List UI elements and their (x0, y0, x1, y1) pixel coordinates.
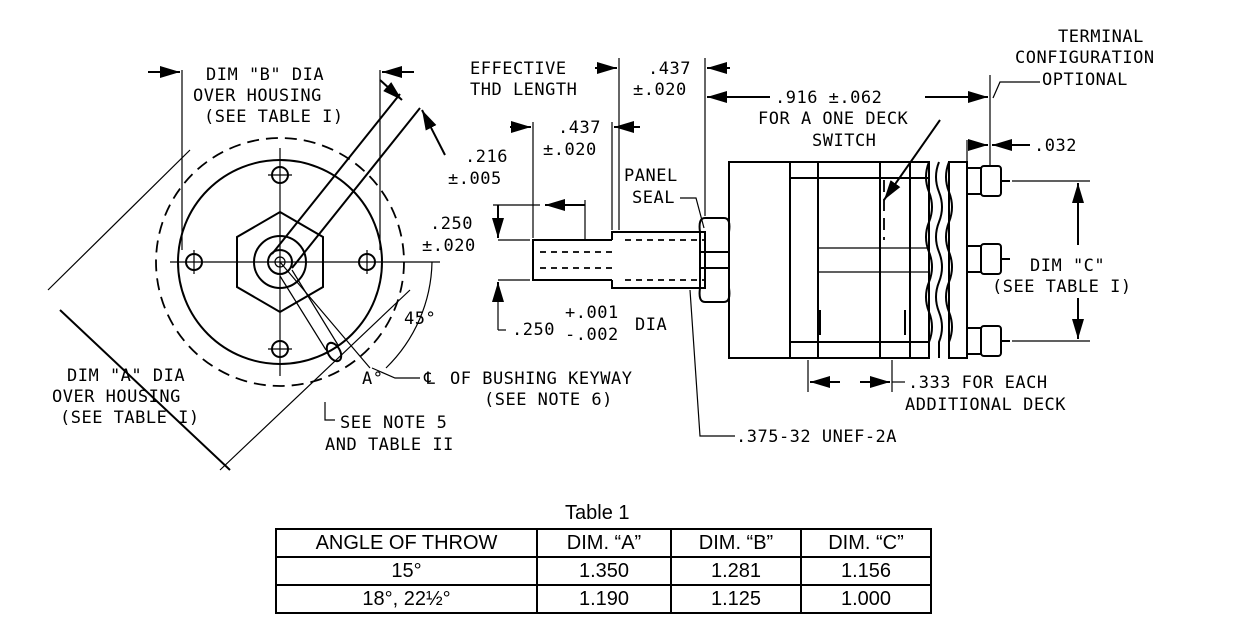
terminal-middle (966, 243, 1010, 275)
dia-250-main: .250 (512, 320, 555, 340)
dim-c-label-1: DIM "C" (1030, 256, 1105, 276)
table-row: 15° 1.350 1.281 1.156 (275, 556, 932, 586)
table-cell: 1.190 (536, 584, 672, 614)
keyway-label-1: OF BUSHING KEYWAY (450, 369, 633, 389)
terminal-bottom (966, 325, 1010, 357)
dim-250-label-2: ±.020 (422, 236, 476, 256)
panel-seal-label-1: PANEL (624, 166, 678, 186)
effective-label-2: THD LENGTH (470, 80, 577, 100)
panel-seal-label-2: SEAL (632, 188, 675, 208)
dim-216-label-1: .216 (465, 147, 508, 167)
dim-437-upper-2: ±.020 (633, 80, 687, 100)
dim-a-label-1: DIM "A" DIA (67, 366, 185, 386)
dia-250-plus: +.001 (565, 303, 619, 323)
dim-216-label-2: ±.005 (448, 169, 502, 189)
see-note5-label-2: AND TABLE II (325, 435, 454, 455)
dim-a-label-2: OVER HOUSING (52, 387, 181, 407)
dim-a-label-3: (SEE TABLE I) (60, 408, 200, 428)
shaft (532, 239, 612, 281)
table-cell: 1.000 (800, 584, 932, 614)
terminal-top (966, 165, 1010, 197)
thread-label: .375-32 UNEF-2A (736, 427, 897, 447)
table-cell: 18°, 22½° (275, 584, 538, 614)
terminal-label-1: TERMINAL (1058, 27, 1144, 47)
dim-333-label-1: .333 FOR EACH (908, 373, 1048, 393)
dim-437-lower-2: ±.020 (543, 140, 597, 160)
table-cell: 1.125 (670, 584, 802, 614)
dim-b-label-2: OVER HOUSING (193, 86, 322, 106)
table-header-row: ANGLE OF THROW DIM. “A” DIM. “B” DIM. “C… (275, 528, 932, 558)
table-cell: 1.156 (800, 556, 932, 586)
dim-250-label-1: .250 (430, 214, 473, 234)
dim-333-label-2: ADDITIONAL DECK (905, 395, 1066, 415)
effective-label-1: EFFECTIVE (470, 59, 567, 79)
see-note5-label-1: SEE NOTE 5 (340, 413, 447, 433)
side-view (492, 58, 1090, 437)
dim-437-upper-1: .437 (648, 59, 691, 79)
dimension-table: ANGLE OF THROW DIM. “A” DIM. “B” DIM. “C… (275, 528, 932, 614)
angle-a-label: A° (362, 369, 383, 389)
header-angle: ANGLE OF THROW (275, 528, 538, 558)
switch-housing (728, 161, 930, 359)
front-view-labels: DIM "B" DIA OVER HOUSING (SEE TABLE I) D… (52, 65, 508, 455)
side-view-labels: .250 ±.020 EFFECTIVE THD LENGTH .437 ±.0… (422, 27, 1155, 447)
header-dim-c: DIM. “C” (800, 528, 932, 558)
angle-45-label: 45° (404, 309, 436, 329)
dim-032-label: .032 (1034, 136, 1077, 156)
dim-b-label-1: DIM "B" DIA (206, 65, 324, 85)
table-cell: 15° (275, 556, 538, 586)
dim-a-line (59, 309, 231, 471)
front-view (47, 66, 446, 471)
keyway-label-2: (SEE NOTE 6) (484, 390, 613, 410)
dim-916-label-1: .916 ±.062 (775, 88, 882, 108)
dim-c-label-2: (SEE TABLE I) (992, 277, 1132, 297)
centerline-symbol: ℄ (423, 369, 435, 389)
terminal-label-2: CONFIGURATION (1015, 48, 1155, 68)
dim-b-label-3: (SEE TABLE I) (204, 107, 344, 127)
terminal-label-3: OPTIONAL (1042, 70, 1128, 90)
header-dim-a: DIM. “A” (536, 528, 672, 558)
dim-916-label-2: FOR A ONE DECK (758, 109, 909, 129)
table-row: 18°, 22½° 1.190 1.125 1.000 (275, 584, 932, 614)
table-cell: 1.281 (670, 556, 802, 586)
dim-916-label-3: SWITCH (812, 131, 876, 151)
dia-250-minus: -.002 (565, 325, 619, 345)
dim-437-lower-1: .437 (558, 118, 601, 138)
header-dim-b: DIM. “B” (670, 528, 802, 558)
dia-250-dia: DIA (635, 315, 667, 335)
table-cell: 1.350 (536, 556, 672, 586)
table-title: Table 1 (565, 502, 630, 524)
